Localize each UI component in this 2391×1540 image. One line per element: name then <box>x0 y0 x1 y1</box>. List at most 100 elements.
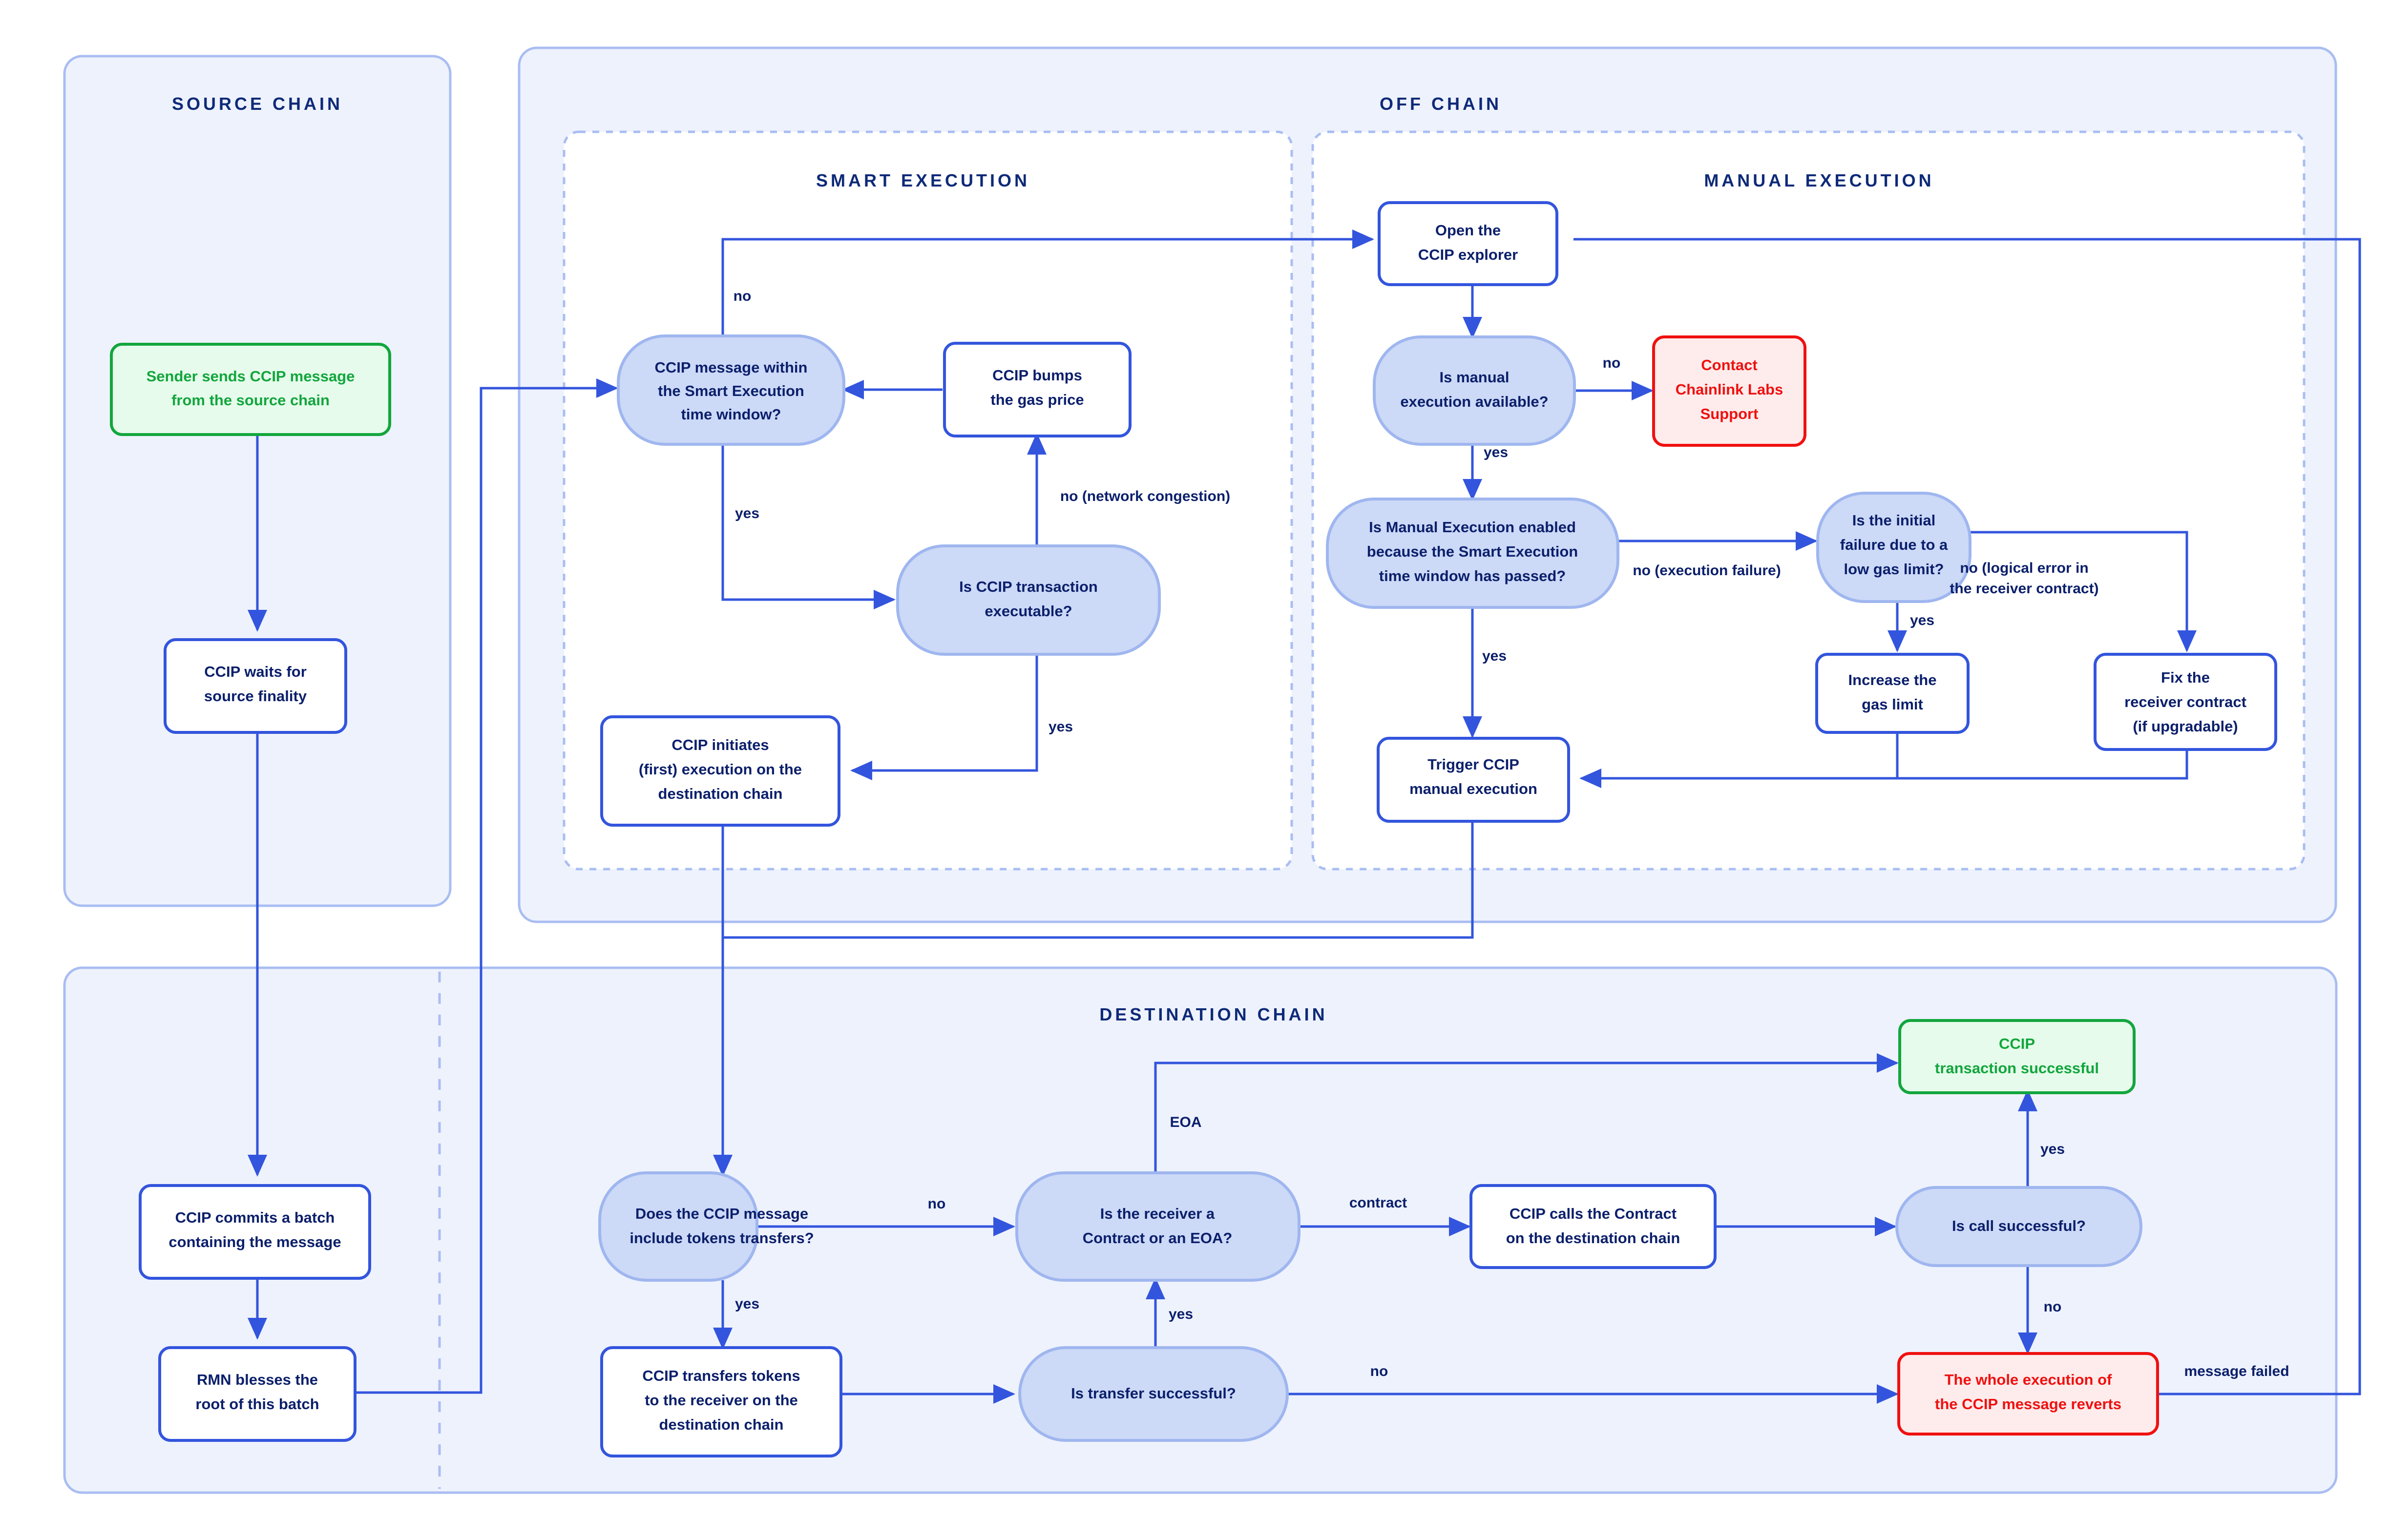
node-low-gas-limit[interactable]: Is the initial failure due to a low gas … <box>1816 492 1972 603</box>
edge-label-no-tokens: no <box>928 1196 946 1212</box>
node-waits-finality[interactable]: CCIP waits for source finality <box>164 638 347 734</box>
node-label: time window has passed? <box>1379 567 1566 584</box>
edge-label-yes-manual-window: yes <box>1482 648 1507 664</box>
node-label: because the Smart Execution <box>1367 543 1578 560</box>
node-label: Does the CCIP message <box>635 1205 808 1222</box>
panel-manual-execution: MANUAL EXECUTION <box>1311 130 2306 871</box>
node-label: CCIP commits a batch <box>175 1209 335 1226</box>
edges <box>248 229 2361 1404</box>
node-label: (first) execution on the <box>639 761 802 778</box>
node-label: CCIP explorer <box>1418 246 1518 263</box>
node-label: Open the <box>1435 222 1501 239</box>
node-label: executable? <box>985 603 1072 620</box>
edge-label-contract: contract <box>1349 1195 1407 1211</box>
node-label: Is manual <box>1440 369 1510 386</box>
node-label: RMN blesses the <box>197 1371 318 1388</box>
node-tx-successful[interactable]: CCIP transaction successful <box>1898 1019 2136 1094</box>
node-label: destination chain <box>658 785 783 802</box>
node-within-window[interactable]: CCIP message within the Smart Execution … <box>617 334 845 446</box>
panel-smart-execution: SMART EXECUTION <box>563 130 1293 871</box>
node-label: gas limit <box>1862 696 1923 713</box>
node-label: the gas price <box>990 391 1084 408</box>
node-label: Is Manual Execution enabled <box>1369 519 1576 536</box>
edge-label-no-congestion: no (network congestion) <box>1060 488 1230 504</box>
node-label: Contact <box>1701 356 1757 374</box>
node-bumps-gas[interactable]: CCIP bumps the gas price <box>943 342 1132 437</box>
panel-title-smart-execution: SMART EXECUTION <box>816 170 1030 190</box>
node-label: Is call successful? <box>1952 1217 2086 1234</box>
edge-label-no-call: no <box>2044 1299 2062 1315</box>
panel-title-source-chain: SOURCE CHAIN <box>172 94 343 114</box>
node-open-explorer[interactable]: Open the CCIP explorer <box>1378 201 1558 286</box>
node-label: CCIP <box>1999 1035 2035 1052</box>
node-label: Fix the <box>2161 669 2210 686</box>
node-label: CCIP initiates <box>671 736 769 753</box>
node-label: on the destination chain <box>1506 1229 1680 1247</box>
node-label: failure due to a <box>1840 536 1948 553</box>
panel-title-off-chain: OFF CHAIN <box>1380 94 1502 114</box>
node-label: include tokens transfers? <box>629 1229 814 1247</box>
edge-label-no-logical-2: the receiver contract) <box>1950 581 2098 597</box>
node-label: Increase the <box>1848 671 1937 688</box>
node-transfer-success[interactable]: Is transfer successful? <box>1018 1346 1289 1442</box>
edge-label-no-exec-failure: no (execution failure) <box>1633 562 1781 579</box>
node-calls-contract[interactable]: CCIP calls the Contract on the destinati… <box>1469 1184 1717 1269</box>
node-label: execution available? <box>1400 393 1548 410</box>
node-label: containing the message <box>168 1233 341 1250</box>
node-receiver-type[interactable]: Is the receiver a Contract or an EOA? <box>1015 1171 1300 1282</box>
edge-label-yes-gas: yes <box>1910 612 1934 628</box>
node-call-success[interactable]: Is call successful? <box>1895 1186 2142 1267</box>
node-label: source finality <box>204 687 307 705</box>
node-label: the Smart Execution <box>658 382 804 399</box>
edge-label-no-logical-1: no (logical error in <box>1960 560 2088 576</box>
node-label: Sender sends CCIP message <box>147 368 355 385</box>
node-tx-executable[interactable]: Is CCIP transaction executable? <box>896 544 1161 656</box>
node-fix-receiver[interactable]: Fix the receiver contract (if upgradable… <box>2094 653 2277 751</box>
node-label: transaction successful <box>1935 1060 2099 1077</box>
node-transfers-tokens[interactable]: CCIP transfers tokens to the receiver on… <box>600 1346 842 1457</box>
node-manual-available[interactable]: Is manual execution available? <box>1373 335 1576 446</box>
edge-label-no-manual: no <box>1603 355 1621 371</box>
node-trigger-manual[interactable]: Trigger CCIP manual execution <box>1377 737 1570 823</box>
node-label: Trigger CCIP <box>1427 756 1519 773</box>
node-increase-gas[interactable]: Increase the gas limit <box>1815 653 1970 734</box>
edge-label-yes-transfer: yes <box>1169 1306 1193 1322</box>
node-label: root of this batch <box>195 1395 319 1413</box>
edge-label-eoa: EOA <box>1170 1114 1201 1130</box>
node-label: low gas limit? <box>1844 561 1944 578</box>
node-label: the CCIP message reverts <box>1935 1395 2121 1413</box>
node-label: CCIP waits for <box>204 663 307 680</box>
node-commits-batch[interactable]: CCIP commits a batch containing the mess… <box>139 1184 371 1280</box>
node-label: receiver contract <box>2124 693 2246 710</box>
node-execution-reverts[interactable]: The whole execution of the CCIP message … <box>1897 1352 2159 1436</box>
node-contact-support[interactable]: Contact Chainlink Labs Support <box>1652 335 1806 447</box>
node-label: CCIP calls the Contract <box>1510 1205 1677 1222</box>
node-includes-tokens[interactable]: Does the CCIP message include tokens tra… <box>598 1171 814 1282</box>
node-label: destination chain <box>659 1416 784 1433</box>
node-label: The whole execution of <box>1945 1371 2112 1388</box>
edge-label-yes-manual: yes <box>1484 444 1508 460</box>
edge-label-message-failed: message failed <box>2184 1363 2289 1379</box>
node-label: CCIP bumps <box>992 367 1082 384</box>
panel-title-manual-execution: MANUAL EXECUTION <box>1704 170 1934 190</box>
node-label: from the source chain <box>171 392 330 409</box>
node-label: Support <box>1700 405 1759 422</box>
node-manual-enabled[interactable]: Is Manual Execution enabled because the … <box>1326 498 1619 609</box>
node-label: CCIP message within <box>655 359 808 376</box>
node-label: Is the receiver a <box>1100 1205 1215 1222</box>
node-label: CCIP transfers tokens <box>642 1367 800 1384</box>
node-label: Is transfer successful? <box>1071 1385 1236 1402</box>
node-label: time window? <box>681 406 781 423</box>
node-label: Is the initial <box>1852 512 1936 529</box>
node-label: Chainlink Labs <box>1676 381 1783 398</box>
edge-label-yes-call: yes <box>2040 1141 2065 1157</box>
edge-label-no-window: no <box>734 288 752 304</box>
node-sender-sends[interactable]: Sender sends CCIP message from the sourc… <box>110 343 391 436</box>
edge-label-no-transfer: no <box>1370 1363 1388 1379</box>
node-label: manual execution <box>1409 780 1537 797</box>
panel-title-destination-chain: DESTINATION CHAIN <box>1099 1004 1327 1024</box>
node-label: (if upgradable) <box>2133 718 2238 735</box>
node-rmn-blesses[interactable]: RMN blesses the root of this batch <box>158 1346 357 1442</box>
edge-label-yes-executable: yes <box>1049 719 1073 735</box>
node-initiates-execution[interactable]: CCIP initiates (first) execution on the … <box>600 715 840 827</box>
